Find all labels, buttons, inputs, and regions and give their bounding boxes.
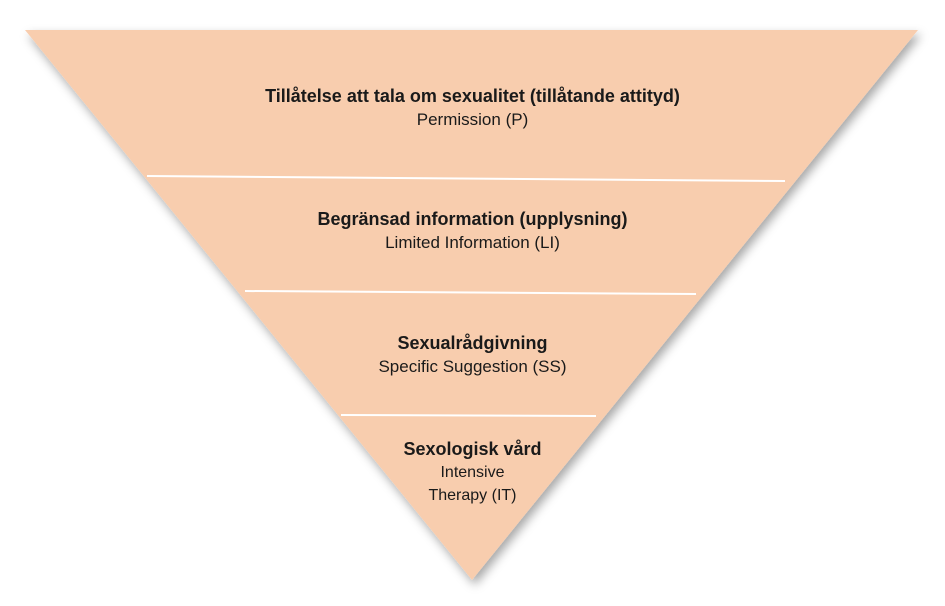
level-title: Tillåtelse att tala om sexualitet (tillå…: [265, 86, 680, 106]
level-subtitle: Limited Information (LI): [385, 233, 560, 252]
pyramid-level-limited-information: Begränsad information (upplysning) Limit…: [0, 207, 945, 254]
level-title: Sexualrådgivning: [397, 333, 548, 353]
pyramid-level-intensive-therapy: Sexologisk vård Intensive Therapy (IT): [0, 437, 945, 507]
level-subtitle: Specific Suggestion (SS): [378, 357, 567, 376]
level-subtitle: Permission (P): [416, 110, 529, 129]
divider-line-3: [340, 414, 597, 417]
level-title: Sexologisk vård: [403, 439, 542, 459]
level-subtitle-line-2: Therapy (IT): [428, 487, 517, 504]
level-title: Begränsad information (upplysning): [317, 209, 628, 229]
divider-line-2: [244, 290, 697, 295]
pyramid-level-specific-suggestion: Sexualrådgivning Specific Suggestion (SS…: [0, 331, 945, 378]
pyramid-level-permission: Tillåtelse att tala om sexualitet (tillå…: [0, 84, 945, 131]
level-subtitle: Intensive: [440, 464, 505, 481]
pyramid-triangle: [25, 30, 918, 580]
divider-line-1: [146, 175, 786, 182]
